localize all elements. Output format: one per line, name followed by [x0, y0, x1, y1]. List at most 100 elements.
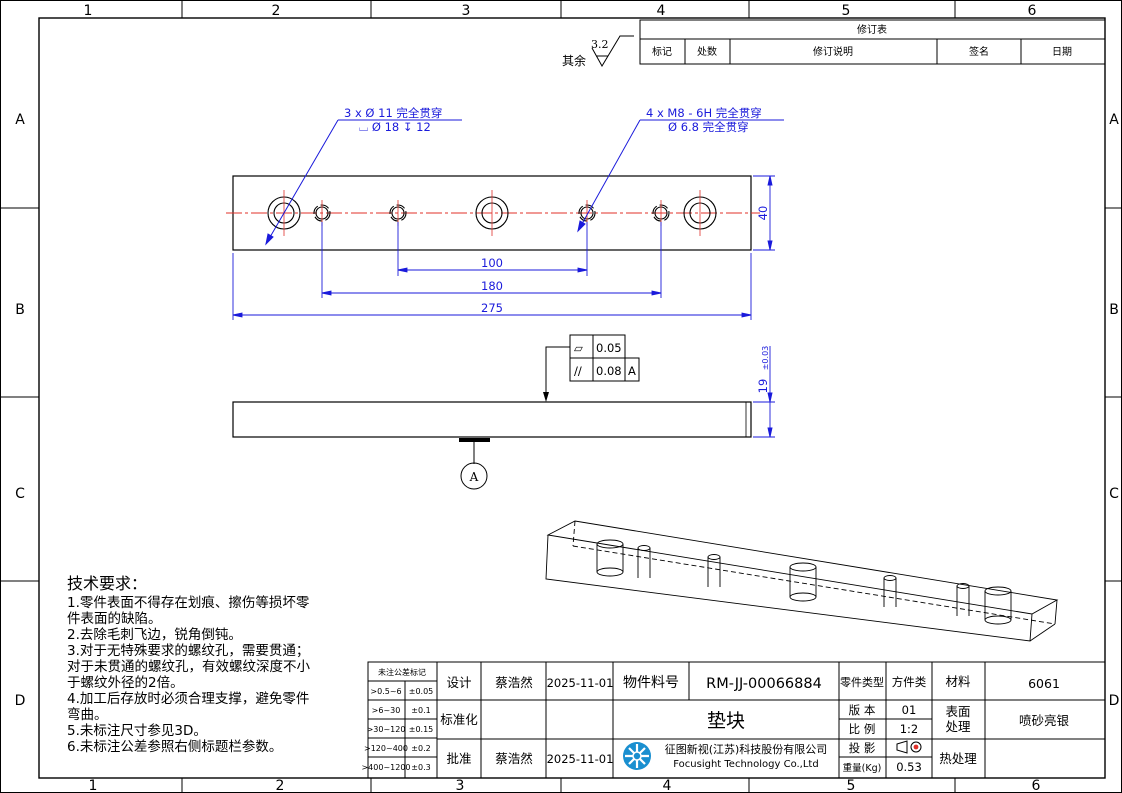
tolerance-value-2: ±0.1 — [411, 706, 430, 715]
roughness-symbol — [591, 35, 634, 67]
design-date: 2025-11-01 — [547, 676, 614, 690]
tolerance-table-title: 未注公差标记 — [378, 667, 426, 677]
flatness-symbol: ⏥ — [574, 341, 583, 355]
counterbore-callout-line1: 3 x Ø 11 完全贯穿 — [344, 106, 442, 120]
approve-date: 2025-11-01 — [547, 752, 614, 766]
tolerance-range-4: >120~400 — [364, 744, 408, 753]
tech-line-5: 对于未贯通的螺纹孔，有效螺纹深度不小 — [67, 659, 310, 675]
tech-line-4: 3.对于无特殊要求的螺纹孔，需要贯通； — [67, 643, 309, 659]
row-label-c-right: C — [1109, 486, 1119, 502]
surface-prefix: 其余 — [562, 53, 586, 68]
dimension-275: 275 — [481, 301, 503, 315]
datum-bar — [459, 438, 490, 442]
isometric-view — [545, 520, 1059, 642]
tolerance-range-2: >6~30 — [372, 706, 401, 715]
revision-header-date: 日期 — [1052, 46, 1072, 58]
version-value: 01 — [902, 703, 917, 717]
tech-requirements-title: 技术要求： — [67, 574, 147, 593]
tolerance-value-1: ±0.05 — [409, 687, 434, 696]
dimension-100: 100 — [481, 256, 503, 270]
dimension-19-tolerance: ±0.03 — [761, 346, 770, 371]
heat-treatment-label: 热处理 — [939, 751, 977, 766]
parallel-value: 0.08 — [596, 364, 622, 378]
revision-header-mark: 标记 — [652, 46, 672, 58]
tech-line-9: 5.未标注尺寸参见3D。 — [67, 722, 207, 739]
surface-treatment-label-1: 表面 — [945, 704, 970, 719]
col-label-6-bottom: 6 — [1032, 778, 1041, 793]
part-number-label: 物件料号 — [623, 675, 679, 691]
col-label-4-bottom: 4 — [663, 778, 672, 793]
approve-label: 批准 — [446, 751, 471, 766]
projection-label: 投 影 — [849, 741, 876, 755]
datum-label: A — [469, 470, 479, 484]
material-value: 6061 — [1028, 676, 1060, 691]
tolerance-value-5: ±0.3 — [411, 763, 430, 772]
parallel-datum: A — [628, 364, 636, 378]
projection-symbol-icon — [896, 740, 922, 754]
col-label-4-top: 4 — [657, 3, 666, 19]
weight-label: 重量(Kg) — [843, 762, 882, 774]
standard-label: 标准化 — [440, 712, 478, 727]
tech-line-3: 2.去除毛刺飞边，锐角倒钝。 — [67, 627, 242, 643]
tech-line-6: 于螺纹外径的2倍。 — [67, 675, 184, 691]
flatness-value: 0.05 — [596, 341, 622, 355]
revision-header-signature: 签名 — [969, 45, 989, 58]
designer-name: 蔡浩然 — [495, 675, 533, 690]
tech-line-10: 6.未标注公差参照右侧标题栏参数。 — [67, 738, 282, 755]
row-label-b-left: B — [15, 302, 25, 318]
scale-value: 1:2 — [900, 722, 919, 736]
surface-treatment-label-2: 处理 — [945, 719, 971, 734]
row-label-d-left: D — [15, 693, 26, 709]
tech-line-7: 4.加工后存放时必须合理支撑，避免零件 — [67, 691, 309, 707]
revision-table — [639, 19, 1106, 65]
title-block — [367, 661, 1106, 779]
company-name-en: Focusight Technology Co.,Ltd — [673, 759, 818, 770]
material-label: 材料 — [945, 674, 971, 689]
datum-circle — [460, 462, 488, 490]
dimension-40: 40 — [756, 206, 770, 221]
counterbore-callout-line2: ⌴ Ø 18 ↧ 12 — [359, 120, 431, 134]
part-type: 方件类 — [892, 675, 927, 689]
part-number: RM-JJ-00066884 — [706, 676, 822, 692]
col-label-3-bottom: 3 — [456, 778, 465, 793]
tech-line-1: 1.零件表面不得存在划痕、擦伤等损坏零 — [67, 594, 310, 611]
revision-header-description: 修订说明 — [813, 45, 853, 58]
tolerance-range-1: >0.5~6 — [370, 687, 401, 696]
tech-line-8: 弯曲。 — [67, 706, 108, 723]
part-name: 垫块 — [707, 710, 745, 732]
col-label-6-top: 6 — [1028, 3, 1037, 19]
col-label-5-bottom: 5 — [847, 778, 856, 793]
design-label: 设计 — [446, 675, 471, 690]
col-label-1-top: 1 — [84, 3, 93, 19]
scale-label: 比 例 — [849, 722, 876, 736]
col-label-5-top: 5 — [842, 3, 851, 19]
row-label-b-right: B — [1109, 302, 1119, 318]
gdt-frame — [545, 334, 640, 398]
col-label-2-bottom: 2 — [276, 778, 285, 793]
surface-treatment-value: 喷砂亮银 — [1019, 713, 1070, 728]
tolerance-range-5: >400~1200 — [361, 763, 410, 772]
roughness-value: 3.2 — [591, 38, 609, 51]
row-label-a-left: A — [15, 112, 25, 128]
weight-value: 0.53 — [896, 760, 922, 774]
version-label: 版 本 — [849, 703, 876, 717]
thread-callout-line1: 4 x M8 - 6H 完全贯穿 — [646, 106, 762, 120]
tech-line-2: 件表面的缺陷。 — [67, 611, 162, 627]
col-label-3-top: 3 — [462, 3, 471, 19]
thread-callout-line2: Ø 6.8 完全贯穿 — [668, 120, 749, 134]
row-label-c-left: C — [15, 486, 25, 502]
col-label-1-bottom: 1 — [89, 778, 98, 793]
company-logo-icon — [623, 742, 651, 770]
approver-name: 蔡浩然 — [495, 751, 533, 766]
revision-table-title: 修订表 — [857, 23, 887, 36]
top-view — [226, 175, 760, 251]
row-label-d-right: D — [1109, 693, 1120, 709]
revision-header-count: 处数 — [697, 45, 717, 58]
col-label-2-top: 2 — [272, 3, 281, 19]
part-type-label: 零件类型 — [840, 675, 884, 689]
dimension-180: 180 — [481, 279, 503, 293]
part-outline-front — [232, 401, 752, 438]
row-label-a-right: A — [1109, 112, 1119, 128]
tolerance-range-3: >30~120 — [367, 725, 406, 734]
